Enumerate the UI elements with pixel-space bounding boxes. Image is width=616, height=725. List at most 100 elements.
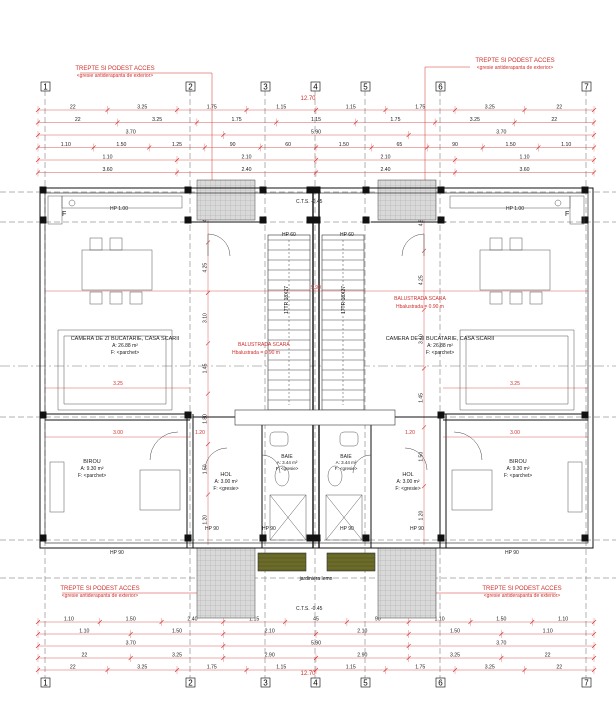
column bbox=[259, 216, 267, 224]
column bbox=[39, 411, 47, 419]
door-hol-right bbox=[404, 447, 428, 471]
dim-top-value: 3.70 bbox=[126, 130, 136, 136]
inner-wall-line bbox=[44, 192, 589, 544]
dim-side-value: 4.25 bbox=[419, 275, 425, 285]
column bbox=[437, 216, 445, 224]
axis-label-top-7: 7 bbox=[584, 83, 589, 92]
column bbox=[306, 186, 314, 194]
chair-r1 bbox=[489, 237, 503, 251]
column bbox=[581, 411, 589, 419]
shower-left bbox=[269, 494, 307, 541]
door-baie-right bbox=[352, 454, 372, 474]
dim-bottom-value: 3.25 bbox=[485, 665, 495, 671]
column bbox=[39, 534, 47, 542]
room-floor-birou-right: F: <parchet> bbox=[504, 473, 532, 479]
dim-top-value: 22 bbox=[551, 117, 557, 123]
room-name-birou-left: BIROU bbox=[83, 459, 100, 465]
hp90-mid-right: HP 90 bbox=[340, 526, 354, 532]
door-birou-left bbox=[149, 431, 179, 461]
access-steps-top-left bbox=[196, 179, 256, 221]
dim-bottom-value: 2.10 bbox=[357, 629, 367, 635]
access-sub-bottom-left: <gresie antiderapanta de exterior> bbox=[62, 593, 139, 599]
room-floor-living-left: F: <parchet> bbox=[111, 350, 139, 356]
table-left bbox=[81, 249, 153, 291]
room-floor-birou-left: F: <parchet> bbox=[78, 473, 106, 479]
dim-bottom-value: 2.40 bbox=[187, 617, 197, 623]
balustrada-left-height: Hbalustrada = 0.90 m bbox=[232, 350, 280, 356]
axis-label-top-2: 2 bbox=[188, 83, 193, 92]
dim-top-value: 3.25 bbox=[137, 105, 147, 111]
chair-birou-left bbox=[139, 469, 181, 511]
stair-label-left: 17TR 18X27 bbox=[284, 286, 290, 314]
access-label-bottom-left: TREPTE SI PODEST ACCES bbox=[60, 586, 139, 592]
dim-side-value: 1.50 bbox=[203, 464, 209, 474]
chair-r5 bbox=[529, 291, 543, 305]
chair-birou-right bbox=[451, 469, 493, 511]
access-sub-top-left: <gresie antiderapanta de exterior> bbox=[77, 73, 154, 79]
stair-landing-rect bbox=[234, 409, 396, 426]
dim-top-value: 1.10 bbox=[102, 155, 112, 161]
sink-left bbox=[269, 431, 289, 447]
sink-right bbox=[339, 431, 359, 447]
axis-label-bottom-4: 4 bbox=[313, 679, 318, 688]
chair-l4 bbox=[109, 291, 123, 305]
inner-dims: 3.25 3.25 3.00 3.00 1.20 1.20 5.90 bbox=[113, 285, 520, 436]
dim-top-value: 1.15 bbox=[311, 117, 321, 123]
dim-bottom-value: 1.75 bbox=[415, 665, 425, 671]
dim-side-value: 4.85 bbox=[419, 216, 425, 226]
dim-top-value: 3.60 bbox=[519, 167, 529, 173]
column bbox=[184, 216, 192, 224]
column bbox=[581, 534, 589, 542]
dim-side-value: 3.10 bbox=[203, 313, 209, 323]
dim-top-value: 3.25 bbox=[152, 117, 162, 123]
jardiniera-right bbox=[326, 552, 376, 572]
stair-treads bbox=[268, 239, 364, 405]
hp100-right: HP 1.00 bbox=[506, 206, 524, 212]
dim-top-value: 1.50 bbox=[506, 142, 516, 148]
hp90-window-left: HP 90 bbox=[110, 550, 124, 556]
room-name-hol-left: HOL bbox=[220, 472, 231, 478]
dim-top-value: 1.15 bbox=[346, 105, 356, 111]
room-name-baie-left: BAIE bbox=[281, 454, 293, 460]
desk-right bbox=[567, 461, 583, 513]
chair-l2 bbox=[109, 237, 123, 251]
jardiniera-left bbox=[257, 552, 307, 572]
dim-top-value: 3.70 bbox=[496, 130, 506, 136]
dim-side-tick bbox=[205, 441, 211, 447]
axis-markers-bottom: 1 2 3 4 5 6 7 bbox=[40, 677, 592, 688]
dim-top-value: 3.25 bbox=[470, 117, 480, 123]
dim-bottom-value: 1.15 bbox=[249, 617, 259, 623]
axis-label-bottom-6: 6 bbox=[438, 679, 443, 688]
axis-label-top-5: 5 bbox=[363, 83, 368, 92]
room-area-living-right: A: 26.88 m² bbox=[427, 343, 453, 349]
room-area-birou-right: A: 9.30 m² bbox=[506, 466, 529, 472]
dim-top-value: 22 bbox=[75, 117, 81, 123]
room-name-living-left: CAMERA DE ZI BUCATARIE, CASA SCARII bbox=[71, 336, 180, 342]
door-entry-right bbox=[401, 233, 425, 257]
chair-l5 bbox=[129, 291, 143, 305]
dim-bottom-value: 5.90 bbox=[311, 641, 321, 647]
dim-top-value: 1.10 bbox=[61, 142, 71, 148]
hp100-left: HP 1.00 bbox=[110, 206, 128, 212]
dim-birou-width-left: 3.00 bbox=[113, 430, 123, 436]
chair-r2 bbox=[509, 237, 523, 251]
dim-bottom-value: 22 bbox=[556, 665, 562, 671]
dim-living-width-right: 3.25 bbox=[510, 381, 520, 387]
hp60-left-label: HP 60 bbox=[282, 232, 296, 238]
axis-label-top-6: 6 bbox=[438, 83, 443, 92]
dim-side-tick bbox=[421, 307, 427, 312]
axis-label-top-3: 3 bbox=[263, 83, 268, 92]
dim-bottom-value: 2.90 bbox=[357, 653, 367, 659]
chair-l1 bbox=[89, 237, 103, 251]
dim-top-value: 2.40 bbox=[241, 167, 251, 173]
access-label-top-left: TREPTE SI PODEST ACCES bbox=[75, 66, 154, 72]
inner-dim-lines bbox=[45, 290, 588, 438]
axis-markers-top: 1 2 3 4 5 6 7 bbox=[40, 81, 592, 92]
room-name-birou-right: BIROU bbox=[509, 459, 526, 465]
dim-top-value: 1.15 bbox=[276, 105, 286, 111]
room-area-hol-left: A: 3.00 m² bbox=[214, 479, 237, 485]
column bbox=[259, 186, 267, 194]
